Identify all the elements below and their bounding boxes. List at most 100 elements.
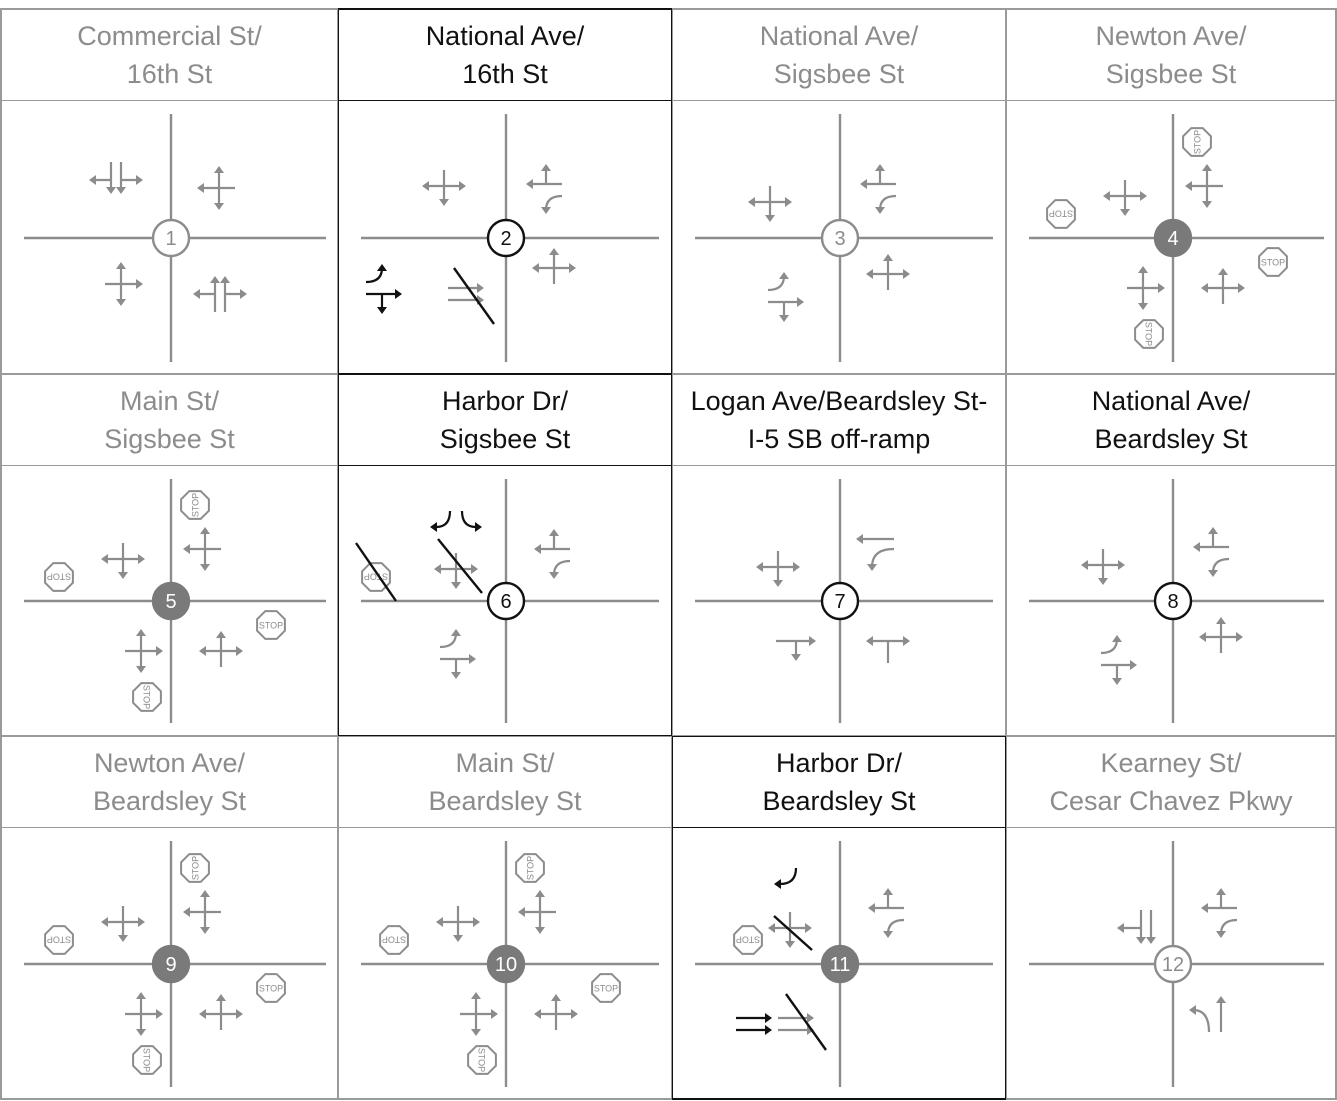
- stop-sign: STOP: [180, 490, 210, 520]
- title-divider: [339, 465, 671, 466]
- street-name-line-1: Newton Ave/: [1095, 21, 1247, 51]
- intersection-number-marker: 7: [820, 581, 860, 621]
- intersection-number-marker: 10: [486, 944, 526, 984]
- stop-sign: STOP: [132, 682, 162, 712]
- intersection-number-marker: 3: [820, 218, 860, 258]
- stop-sign: STOP: [379, 925, 409, 955]
- intersection-title: National Ave/Sigsbee St: [673, 10, 1005, 100]
- northbound-lanes: [532, 248, 576, 284]
- street-name-line-2: Sigsbee St: [104, 424, 235, 454]
- southbound-lanes: [1103, 180, 1147, 216]
- svg-text:STOP: STOP: [477, 1048, 487, 1072]
- street-name-line-2: Sigsbee St: [439, 424, 571, 454]
- title-divider: [339, 827, 671, 828]
- intersection-title: Harbor Dr/Sigsbee St: [339, 375, 671, 465]
- eastbound-through-lanes: [736, 1013, 772, 1035]
- title-divider: [1007, 100, 1335, 101]
- svg-text:STOP: STOP: [47, 935, 71, 945]
- southbound-lanes: [748, 186, 792, 222]
- intersection-number-marker: 8: [1153, 581, 1193, 621]
- lane-geometry-diagram: 7: [695, 479, 993, 723]
- lane-geometry-diagram: 2: [361, 114, 659, 362]
- svg-text:STOP: STOP: [594, 984, 618, 994]
- intersection-number: 5: [165, 591, 176, 613]
- westbound-lanes: [183, 527, 221, 571]
- stop-sign: STOP: [180, 853, 210, 883]
- southbound-lanes: [1117, 910, 1156, 944]
- intersection-number-marker: 9: [151, 944, 191, 984]
- stop-sign: STOP: [467, 1045, 497, 1075]
- eastbound-lanes: [767, 272, 804, 322]
- lane-geometry-diagram: STOP STOP STOP STOP 9: [24, 841, 326, 1087]
- intersection-title: Main St/Sigsbee St: [2, 375, 337, 465]
- title-divider: [673, 827, 1005, 828]
- lane-geometry-diagram: 1: [24, 114, 326, 362]
- southbound-lanes: [101, 543, 145, 579]
- title-divider: [2, 827, 337, 828]
- northbound-lanes: [199, 994, 243, 1030]
- stop-sign: STOP: [591, 973, 621, 1003]
- street-name-line-1: Commercial St/: [77, 21, 262, 51]
- svg-text:STOP: STOP: [1144, 322, 1154, 346]
- svg-text:STOP: STOP: [142, 685, 152, 709]
- intersection-title: Kearney St/Cesar Chavez Pkwy: [1007, 737, 1335, 827]
- intersection-number-marker: 5: [151, 581, 191, 621]
- intersection-number: 2: [500, 228, 511, 250]
- stop-sign: STOP: [1258, 247, 1288, 277]
- stop-sign: STOP: [1046, 199, 1076, 229]
- prohibited-movement-slash: [773, 915, 813, 951]
- westbound-lanes: [1193, 527, 1230, 577]
- title-divider: [339, 100, 671, 101]
- southbound-through-lane: [434, 553, 478, 589]
- svg-text:STOP: STOP: [259, 984, 283, 994]
- title-divider: [673, 465, 1005, 466]
- intersection-number: 7: [834, 591, 845, 613]
- westbound-lanes: [1201, 888, 1238, 938]
- lane-geometry-diagram: 8: [1029, 479, 1324, 723]
- intersection-number: 6: [500, 591, 511, 613]
- svg-text:STOP: STOP: [142, 1048, 152, 1072]
- svg-text:STOP: STOP: [47, 572, 71, 582]
- intersection-number-marker: 1: [151, 218, 191, 258]
- intersection-number: 8: [1167, 591, 1178, 613]
- intersection-number: 3: [834, 228, 845, 250]
- prohibited-movement-slash: [785, 993, 827, 1051]
- stop-sign: STOP: [256, 973, 286, 1003]
- eastbound-lanes: [105, 262, 143, 306]
- lane-geometry-diagram: STOP STOP STOP STOP 10: [361, 841, 659, 1087]
- northbound-lanes: [1199, 617, 1243, 653]
- street-name-line-2: Sigsbee St: [773, 59, 905, 89]
- intersection-number: 9: [165, 954, 176, 976]
- eastbound-lanes: [439, 629, 476, 679]
- svg-text:STOP: STOP: [1193, 130, 1203, 154]
- intersection-number: 12: [1162, 954, 1184, 976]
- eastbound-lanes: [125, 992, 163, 1036]
- stop-sign: STOP: [733, 925, 763, 955]
- westbound-lanes: [526, 164, 563, 214]
- southbound-lanes: [1081, 549, 1125, 585]
- title-divider: [673, 100, 1005, 101]
- title-divider: [2, 465, 337, 466]
- stop-sign: STOP: [515, 853, 545, 883]
- northbound-lanes: [866, 636, 910, 663]
- svg-text:STOP: STOP: [191, 856, 201, 880]
- street-name-line-1: National Ave/: [425, 21, 585, 51]
- southbound-lanes: [101, 906, 145, 942]
- title-divider: [1007, 827, 1335, 828]
- westbound-lanes: [197, 166, 235, 210]
- stop-sign: STOP: [44, 562, 74, 592]
- northbound-lanes: [866, 254, 910, 290]
- intersection-title: Harbor Dr/Beardsley St: [673, 737, 1005, 827]
- intersection-cell-1: Commercial St/16th St 1: [0, 8, 338, 374]
- svg-text:STOP: STOP: [736, 935, 760, 945]
- southbound-lanes: [422, 170, 466, 206]
- street-name-line-2: Beardsley St: [428, 786, 582, 816]
- street-name-line-2: I-5 SB off-ramp: [747, 424, 931, 454]
- intersection-cell-12: Kearney St/Cesar Chavez Pkwy 12: [1006, 736, 1337, 1100]
- lane-geometry-diagram: 3: [695, 114, 993, 362]
- intersection-number: 4: [1167, 228, 1178, 250]
- street-name-line-2: 16th St: [126, 59, 213, 89]
